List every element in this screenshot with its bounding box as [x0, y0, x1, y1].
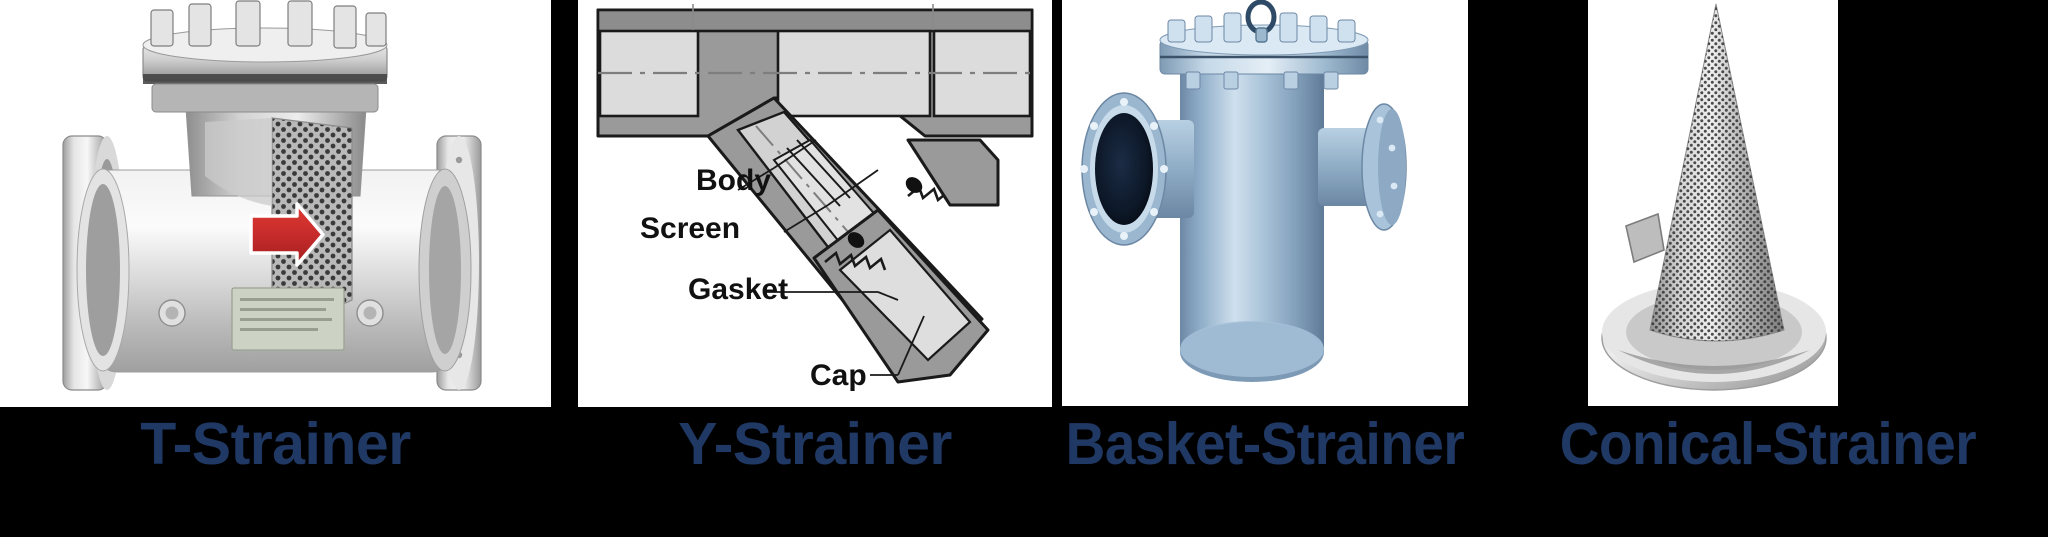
t-strainer-flow-arrow	[249, 202, 325, 267]
y-strainer-gasket-upper	[847, 232, 865, 248]
caption-basket-strainer: Basket-Strainer	[1065, 411, 1465, 477]
y-strainer-label-body: Body	[696, 164, 771, 197]
basket-strainer-flange-nuts	[1185, 71, 1339, 90]
t-strainer-body-bolts	[158, 299, 384, 327]
y-strainer-label-gasket: Gasket	[688, 273, 788, 306]
t-strainer-bonnet-bolts	[150, 0, 387, 49]
basket-strainer-lifting-eye	[1245, 0, 1277, 43]
t-strainer-illustration	[0, 0, 551, 407]
conical-strainer-handle-tab	[1625, 212, 1665, 264]
basket-strainer-inlet-nozzle	[1080, 92, 1194, 246]
y-strainer-illustration: Body Screen Gasket Cap	[578, 0, 1052, 407]
y-strainer-leader-lines	[737, 139, 925, 376]
panel-basket-strainer-image	[1062, 0, 1468, 406]
basket-strainer-outlet-nozzle	[1318, 103, 1407, 231]
t-strainer-nameplate-text	[240, 298, 334, 331]
basket-strainer-cover-bolts	[1167, 12, 1356, 43]
panel-y-strainer-diagram: Body Screen Gasket Cap	[578, 0, 1052, 407]
caption-y-strainer: Y-Strainer	[678, 411, 952, 477]
y-strainer-label-screen: Screen	[640, 212, 740, 245]
conical-strainer-illustration	[1588, 0, 1838, 406]
t-strainer-body	[76, 168, 472, 373]
y-strainer-label-cap: Cap	[810, 359, 867, 392]
y-strainer-body	[596, 4, 1034, 138]
basket-strainer-shell	[1180, 70, 1324, 382]
panel-conical-strainer-image	[1588, 0, 1838, 406]
caption-t-strainer: T-Strainer	[140, 411, 411, 477]
t-strainer-screen	[272, 118, 352, 310]
basket-strainer-inlet-bolt-holes	[1080, 98, 1168, 240]
basket-strainer-outlet-bolt-holes	[1376, 116, 1398, 218]
y-strainer-branch	[906, 138, 1000, 207]
basket-strainer-cover	[1159, 0, 1369, 90]
panel-t-strainer-image	[0, 0, 551, 407]
t-strainer-bonnet	[142, 0, 388, 113]
y-strainer-gasket-lower	[905, 177, 923, 193]
y-strainer-tickmarks	[692, 4, 934, 30]
caption-conical-strainer: Conical-Strainer	[1559, 411, 1977, 477]
basket-strainer-illustration	[1062, 0, 1468, 406]
